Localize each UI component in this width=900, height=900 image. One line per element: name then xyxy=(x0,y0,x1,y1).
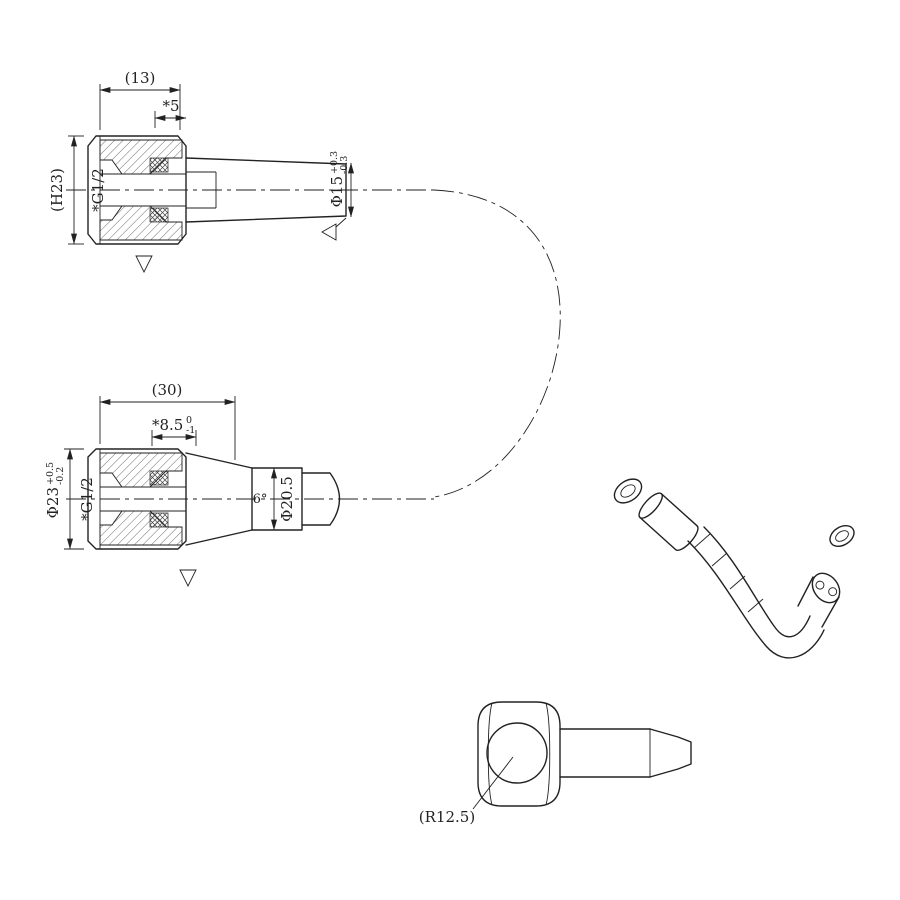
hose-rib xyxy=(747,598,764,613)
gasket-section-lower xyxy=(149,207,169,223)
dim-text-d23-group: Φ23 +0.5 -0.2 xyxy=(44,462,66,518)
dim-text-8-5: *8.5 xyxy=(152,416,183,434)
nut-outline-top xyxy=(87,135,187,245)
hose-rib xyxy=(711,552,728,567)
washer-a xyxy=(613,478,643,504)
elbow-detail-view: (R12.5) xyxy=(419,701,692,826)
hose-centerline-curve xyxy=(433,189,561,498)
gasket-section-upper xyxy=(149,157,169,173)
dim-text-13: (13) xyxy=(125,69,156,87)
radius-label-text: (R12.5) xyxy=(419,808,475,826)
section-view-top xyxy=(66,135,434,245)
elbow-body-outline xyxy=(477,701,561,807)
dim-text-d23: Φ23 xyxy=(44,487,62,518)
section-view-middle xyxy=(66,448,434,550)
surface-finish-triangle-1 xyxy=(135,255,153,274)
gasket-section-lower-mid xyxy=(149,512,169,528)
dim-text-8-5-tol-upper: 0 xyxy=(186,415,192,426)
dim-text-d15: Φ15 xyxy=(328,176,346,207)
radius-leader-line xyxy=(472,756,514,810)
cone-outline xyxy=(185,452,253,546)
surface-finish-triangle-2 xyxy=(321,223,337,241)
dim-text-h23: (H23) xyxy=(48,168,66,212)
section-hatch-top-wall xyxy=(99,139,183,175)
end-nut-body-line xyxy=(821,596,840,628)
section-hatch-bottom-wall-mid xyxy=(99,510,183,546)
dim-text-30: (30) xyxy=(152,381,183,399)
end-spout-outline xyxy=(301,472,341,526)
gasket-section-upper-mid xyxy=(149,470,169,486)
dim-text-d15-tol-upper: +0.3 xyxy=(329,151,340,174)
elbow-tip-outline xyxy=(649,728,692,778)
cone-angle-text: 6° xyxy=(253,492,268,507)
hose-ferrule xyxy=(638,492,699,551)
nut-outline-middle xyxy=(87,448,187,550)
tube-step-lines xyxy=(186,171,217,209)
dim-text-5: *5 xyxy=(162,97,179,115)
tube-end-leader xyxy=(335,217,347,228)
dimensions-top-view: (13) *5 (H23) *G1/2 Φ15 +0.3 -0.3 xyxy=(48,69,355,274)
elbow-ball-circle xyxy=(486,722,548,784)
dim-text-d23-tol-upper: +0.5 xyxy=(45,462,56,485)
tube-outline xyxy=(185,157,347,223)
dim-text-d15-group: Φ15 +0.3 -0.3 xyxy=(328,151,350,207)
section-hatch-top-wall-mid xyxy=(99,452,183,488)
dimensions-middle-view: (30) *8.5 0 -1 Φ23 +0.5 -0.2 *G1/2 6° Φ2… xyxy=(44,381,296,588)
thread-spec-text-middle: *G1/2 xyxy=(78,477,96,521)
thread-spec-text-top: *G1/2 xyxy=(89,168,107,212)
dim-text-d20-5: Φ20.5 xyxy=(278,476,296,522)
hose-end-nut xyxy=(811,572,841,604)
section-hatch-bottom-wall xyxy=(99,205,183,241)
washer-b xyxy=(829,525,855,547)
hose-collar xyxy=(693,533,711,549)
dim-text-d23-tol-lower: -0.2 xyxy=(55,467,66,485)
hose-outer-curve xyxy=(687,540,825,659)
surface-finish-triangle-3 xyxy=(179,569,197,588)
dim-text-d15-tol-lower: -0.3 xyxy=(339,156,350,174)
dim-text-8-5-tol-lower: -1 xyxy=(186,425,195,436)
end-nut-body-line xyxy=(797,576,814,607)
elbow-body-arc-left xyxy=(487,702,493,806)
elbow-body-arc-right xyxy=(545,702,551,806)
pictorial-hose-assembly xyxy=(613,478,855,659)
hose-rib xyxy=(729,575,746,590)
hose-inner-curve xyxy=(703,526,811,638)
